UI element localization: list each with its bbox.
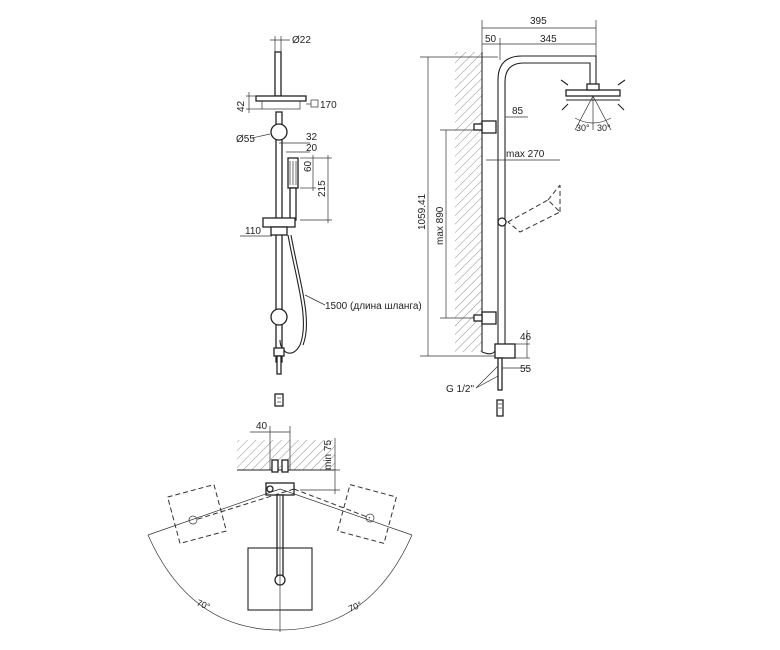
shower-hose: [279, 234, 304, 354]
dim-swing-left: 70°: [195, 598, 212, 613]
dim-swing-right: 70°: [347, 599, 364, 614]
dim-handle-60: 60: [303, 160, 314, 172]
dim-hose-length: 1500 (длина шланга): [325, 301, 422, 312]
dim-head-height: 42: [236, 100, 247, 112]
upper-wall-bracket: [481, 120, 497, 134]
dim-knob-diameter: Ø55: [236, 134, 255, 145]
square-symbol: [310, 99, 319, 108]
dim-bracket-32: 32: [306, 132, 318, 143]
dim-rail-85: 85: [512, 106, 524, 117]
dim-spout-55: 55: [520, 364, 532, 375]
hand-shower-handle: [289, 187, 297, 221]
mixer-body-side: [494, 343, 516, 359]
side-view: 395 50 345 30° 30° 85: [417, 16, 626, 417]
wall-section-side: [455, 52, 482, 352]
hand-shower-position-right: [336, 483, 398, 545]
dim-handle-20: 20: [306, 143, 318, 154]
top-view: 40 min 75 70° 70°: [147, 421, 413, 632]
dim-arm-345: 345: [540, 34, 557, 45]
dim-thread: G 1/2": [446, 384, 474, 395]
top-riser-pipe: [274, 51, 282, 97]
lower-wall-bracket: [481, 311, 497, 325]
dim-head-diameter: Ø22: [292, 35, 311, 46]
dim-spout-46: 46: [520, 332, 532, 343]
dim-handle-215: 215: [317, 180, 328, 197]
spray-arrows: [560, 79, 626, 131]
dim-angle-right: 30°: [597, 123, 611, 133]
shower-head-front: [255, 95, 307, 102]
front-view: Ø22 42 170 Ø55 32 20 60 215: [236, 35, 422, 407]
dim-min-75: min 75: [323, 440, 334, 470]
shower-head-side: [565, 89, 621, 97]
dim-max-270: max 270: [506, 149, 545, 160]
dim-offset-50: 50: [485, 34, 497, 45]
wall-bracket-bottom: [270, 308, 288, 326]
slide-holder: [262, 217, 296, 228]
wall-bracket-top: [270, 123, 288, 141]
dim-holder-110: 110: [245, 226, 261, 237]
hand-shower-position-left: [166, 483, 228, 545]
riser-pipe-side: [497, 55, 597, 352]
dim-height-1059: 1059.41: [417, 193, 428, 230]
dim-angle-left: 30°: [576, 123, 590, 133]
dim-max-890: max 890: [435, 206, 446, 245]
dim-head-square: 170: [320, 100, 337, 111]
dim-wall-40: 40: [256, 421, 268, 432]
hand-shower-side: [507, 199, 561, 233]
dim-total-395: 395: [530, 16, 547, 27]
